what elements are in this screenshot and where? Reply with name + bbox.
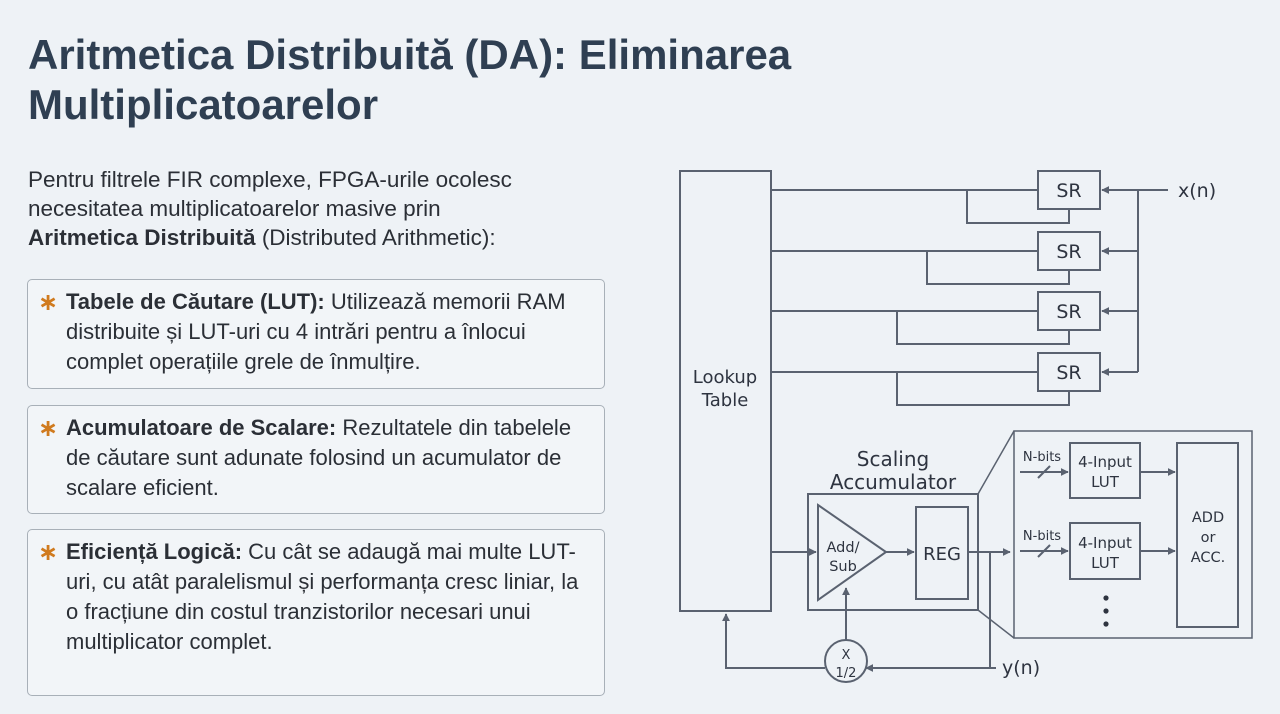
add-acc-block — [1176, 442, 1239, 628]
asterisk-icon: ∗ — [38, 415, 59, 442]
card-logic-efficiency: ∗ Eficiență Logică: Cu cât se adaugă mai… — [27, 529, 605, 696]
lookup-table-block — [679, 170, 772, 612]
nbits-label-1: N-bits — [1023, 450, 1061, 465]
asterisk-icon: ∗ — [38, 539, 59, 566]
add-label-line-1: ADD — [1192, 510, 1224, 526]
sr-label-1: SR — [1056, 180, 1081, 202]
sr-label-3: SR — [1056, 301, 1081, 323]
lut4-1-label-line-1: 4-Input — [1078, 453, 1132, 471]
ellipsis-dots — [1103, 595, 1109, 627]
lut4-2-label-line-1: 4-Input — [1078, 534, 1132, 552]
bus-slash-1 — [1037, 465, 1051, 479]
card-lut-text: Utilizează memorii RAM distribuite și LU… — [66, 289, 566, 374]
intro-paragraph: Pentru filtrele FIR complexe, FPGA-urile… — [28, 165, 628, 252]
sr-label-2: SR — [1056, 241, 1081, 263]
card-efficiency-heading: Eficiență Logică: — [66, 539, 243, 564]
add-label-line-3: ACC. — [1191, 550, 1226, 566]
card-scaling-accumulator: ∗ Acumulatoare de Scalare: Rezultatele d… — [27, 405, 605, 514]
page-title: Aritmetica Distribuită (DA): Eliminarea … — [28, 31, 792, 128]
sr-loop-3 — [896, 311, 1070, 345]
lut4-block-1 — [1069, 442, 1141, 499]
input-bus — [1137, 189, 1168, 372]
card-scaling-heading: Acumulatoare de Scalare: — [66, 415, 337, 440]
input-label: x(n) — [1178, 180, 1216, 202]
nbits-label-2: N-bits — [1023, 529, 1061, 544]
lut4-1-label-line-2: LUT — [1091, 473, 1120, 491]
reg-label: REG — [923, 544, 961, 565]
sr-loop-1 — [966, 190, 1070, 224]
zoom-line-bottom — [977, 609, 1015, 639]
scaling-label-line-1: Scaling — [857, 447, 929, 471]
lut-label-line-1: Lookup — [693, 367, 757, 388]
lut-label-line-2: Table — [701, 390, 749, 411]
asterisk-icon: ∗ — [38, 289, 59, 316]
feedback-to-lut-arrow — [722, 613, 825, 669]
add-sub-block — [817, 503, 888, 602]
intro-bold-term: Aritmetica Distribuită — [28, 225, 256, 250]
lut-detail-box — [1013, 430, 1253, 639]
card-efficiency-text: Cu cât se adaugă mai multe LUT-uri, cu a… — [66, 539, 579, 654]
addsub-label-line-2: Sub — [829, 559, 857, 575]
card-lut: ∗ Tabele de Căutare (LUT): Utilizează me… — [27, 279, 605, 389]
intro-line-1: Pentru filtrele FIR complexe, FPGA-urile… — [28, 167, 512, 192]
lut4-2-label-line-2: LUT — [1091, 554, 1120, 572]
bus-slash-2 — [1037, 544, 1051, 558]
add-label-line-2: or — [1201, 530, 1216, 546]
output-label: y(n) — [1002, 657, 1040, 679]
card-scaling-text: Rezultatele din tabelele de căutare sunt… — [66, 415, 572, 500]
half-label-line-2: 1/2 — [836, 666, 857, 681]
addsub-label-line-1: Add/ — [827, 540, 860, 556]
sr-loop-2 — [926, 251, 1070, 285]
zoom-line-top — [977, 430, 1015, 495]
intro-line-3-rest: (Distributed Arithmetic): — [255, 225, 496, 250]
scaling-label-line-2: Accumulator — [830, 470, 957, 494]
sr-loop-4 — [896, 372, 1070, 406]
card-lut-heading: Tabele de Căutare (LUT): — [66, 289, 325, 314]
intro-line-2: necesitatea multiplicatoarelor masive pr… — [28, 196, 441, 221]
sr-label-4: SR — [1056, 362, 1081, 384]
half-label-line-1: X — [842, 648, 851, 663]
